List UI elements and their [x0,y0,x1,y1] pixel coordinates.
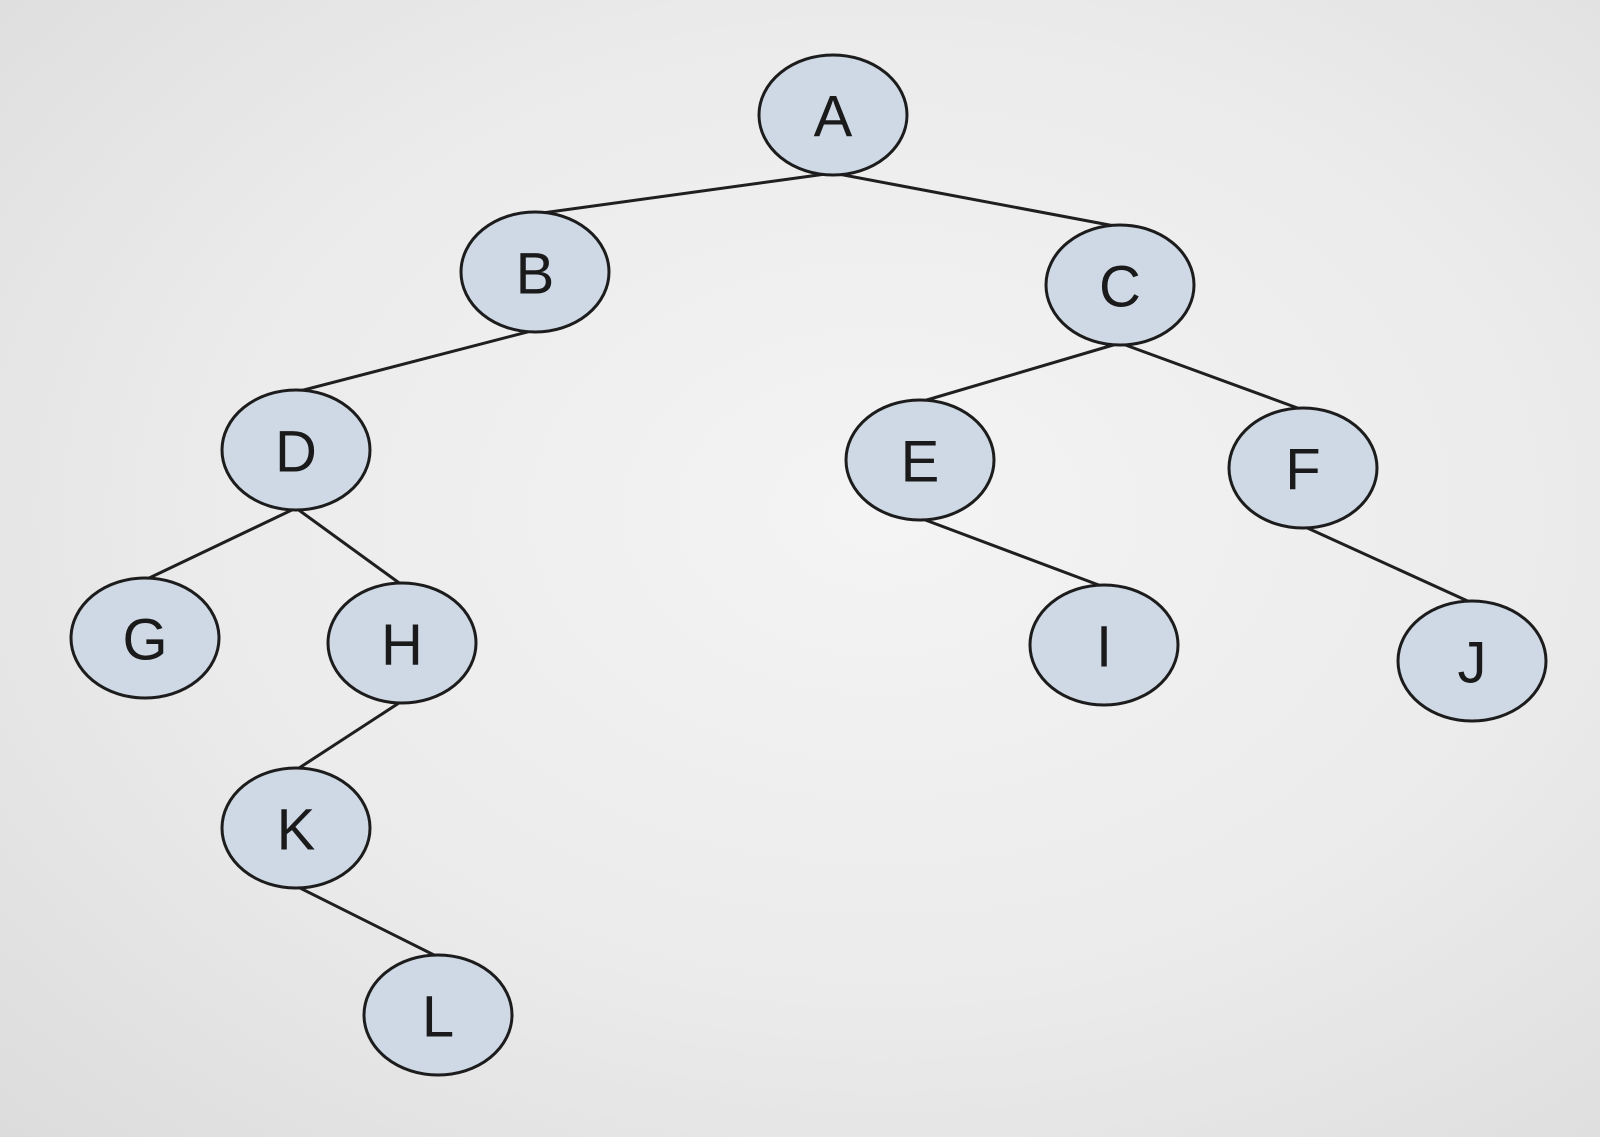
node-ellipse-j [1396,599,1548,723]
tree-node-i: I [1028,583,1180,707]
tree-node-e: E [844,398,996,522]
edge-d-g [143,506,298,582]
node-ellipse-d [220,388,372,512]
node-ellipse-c [1044,223,1196,347]
node-ellipse-h [326,581,478,705]
tree-node-l: L [362,953,514,1077]
node-ellipse-f [1227,406,1379,530]
edge-f-j [1301,524,1474,605]
node-label-k: K [277,798,316,863]
tree-node-j: J [1396,599,1548,723]
node-label-a: A [814,85,853,150]
node-ellipse-e [844,398,996,522]
edge-d-h [294,506,404,587]
edge-e-i [918,516,1106,589]
node-ellipse-g [69,576,221,700]
tree-node-g: G [69,576,221,700]
node-label-g: G [122,608,167,673]
node-label-h: H [381,613,423,678]
node-label-c: C [1099,255,1141,320]
node-label-i: I [1096,615,1112,680]
tree-node-k: K [220,766,372,890]
node-ellipse-b [459,210,611,334]
node-label-e: E [901,430,940,495]
node-label-l: L [422,985,454,1050]
edge-k-l [294,884,440,959]
edge-a-b [533,171,835,216]
tree-nodes: A B C D E F G H I J K L [69,53,1548,1077]
node-label-b: B [516,242,555,307]
tree-node-b: B [459,210,611,334]
edge-a-c [831,171,1122,229]
node-ellipse-i [1028,583,1180,707]
tree-node-d: D [220,388,372,512]
tree-node-h: H [326,581,478,705]
node-label-f: F [1285,438,1320,503]
edge-c-e [918,341,1122,404]
edge-b-d [294,328,537,394]
tree-node-f: F [1227,406,1379,530]
edge-c-f [1118,341,1305,412]
node-ellipse-l [362,953,514,1077]
node-label-j: J [1458,631,1487,696]
tree-node-c: C [1044,223,1196,347]
node-ellipse-k [220,766,372,890]
node-label-d: D [275,420,317,485]
tree-edges [143,171,1474,959]
edge-h-k [294,699,404,772]
node-ellipse-a [757,53,909,177]
tree-node-a: A [757,53,909,177]
